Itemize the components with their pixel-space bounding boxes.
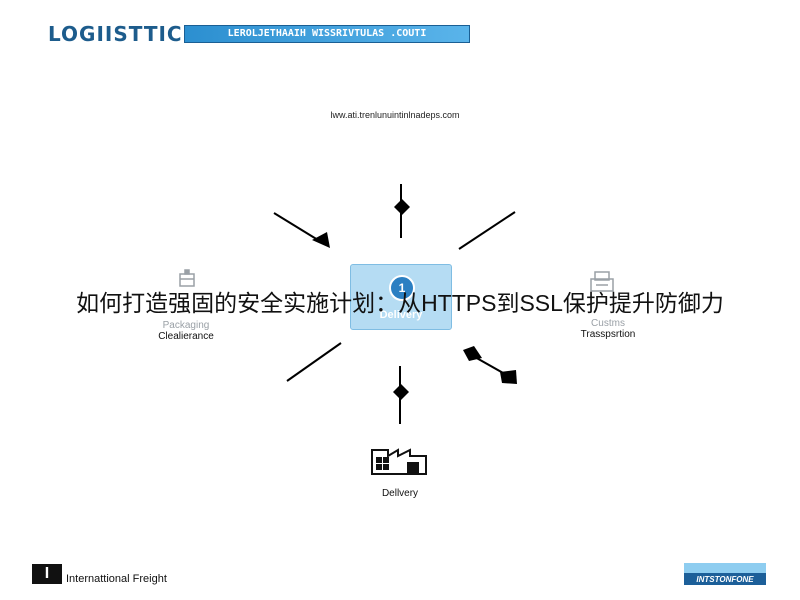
connector-bottom-left	[286, 342, 342, 382]
right-node-line2: Trasspsrtion	[580, 329, 636, 340]
footer-brand-logo: INTSTONFONE	[684, 563, 766, 585]
step-number-badge: 1	[389, 275, 415, 301]
right-node-label: Custms Trasspsrtion	[568, 318, 648, 340]
overlay-title: 如何打造强固的安全实施计划：从HTTPS到SSL保护提升防御力	[76, 290, 724, 316]
printer-icon	[590, 271, 614, 292]
diamond-bottom-right	[463, 346, 482, 361]
footer-text: Internattional Freight	[66, 573, 167, 585]
bottom-node-text: Dellvery	[381, 488, 419, 499]
package-icon	[179, 269, 195, 287]
connector-top-right	[458, 211, 516, 250]
center-step-box: 1 Delivery	[350, 264, 452, 330]
header-banner: LEROLJETHAAIH WISSRIVTULAS .COUTI	[184, 25, 470, 43]
center-step-label: Delivery	[379, 309, 423, 321]
diamond-bottom	[393, 384, 409, 400]
connector-top-left	[273, 212, 319, 241]
right-node-line1: Custms	[591, 318, 625, 329]
factory-icon	[371, 448, 427, 475]
arrowhead-bottom-right	[500, 370, 517, 384]
bottom-node-label: Dellvery	[360, 488, 440, 499]
footer-brand-text: INTSTONFONE	[696, 575, 754, 584]
arrowhead-top-left	[312, 232, 330, 248]
left-node-label: Packaging Clealierance	[150, 320, 222, 342]
left-node-line2: Clealierance	[158, 331, 214, 342]
url-text: lww.ati.trenlunuintinlnadeps.com	[330, 110, 460, 120]
diamond-top	[394, 199, 410, 215]
left-node-line1: Packaging	[162, 320, 210, 331]
logo-text: LOGIISTTIC	[48, 22, 183, 46]
footer-logo: I	[32, 564, 62, 584]
